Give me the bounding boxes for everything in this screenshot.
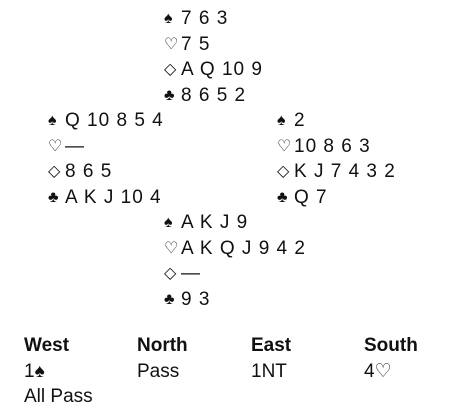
south-spades-row: ♠ A K J 9	[164, 210, 306, 236]
east-hand: ♠2 ♡10 8 6 3 ◇K J 7 4 3 2 ♣Q 7	[277, 108, 396, 210]
diamond-icon: ◇	[277, 163, 291, 181]
south-hearts-row: ♡A K Q J 9 4 2	[164, 236, 306, 262]
east-hearts-cards: 10 8 6 3	[294, 135, 371, 157]
club-icon: ♣	[48, 188, 60, 206]
auction-header-north: North	[137, 335, 188, 356]
east-spades-cards: 2	[294, 110, 306, 131]
east-clubs-row: ♣ Q 7	[277, 185, 396, 211]
auction-column-north: North Pass	[137, 333, 188, 384]
heart-icon: ♡	[164, 239, 180, 257]
north-clubs-cards: 8 6 5 2	[181, 84, 247, 106]
diamond-icon: ◇	[164, 265, 178, 283]
north-hearts-row: ♡7 5	[164, 32, 263, 58]
spade-icon: ♠	[164, 10, 174, 27]
north-spades-row: ♠ 7 6 3	[164, 6, 263, 32]
east-diamonds-row: ◇K J 7 4 3 2	[277, 159, 396, 185]
spade-icon: ♠	[277, 112, 287, 129]
east-clubs-cards: Q 7	[294, 186, 328, 208]
auction-call: Pass	[137, 360, 180, 382]
club-icon: ♣	[164, 290, 176, 308]
west-hand: ♠ Q 10 8 5 4 ♡— ◇8 6 5 ♣ A K J 10 4	[48, 108, 164, 210]
auction-header-south: South	[364, 335, 418, 356]
west-hearts-cards: —	[65, 135, 85, 157]
north-hand: ♠ 7 6 3 ♡7 5 ◇A Q 10 9 ♣ 8 6 5 2	[164, 6, 263, 108]
heart-icon: ♡	[48, 137, 64, 155]
south-clubs-row: ♣ 9 3	[164, 287, 306, 313]
east-diamonds-cards: K J 7 4 3 2	[294, 161, 396, 183]
auction-call: 1♠	[24, 360, 45, 382]
west-clubs-cards: A K J 10 4	[65, 186, 162, 208]
south-clubs-cards: 9 3	[181, 288, 211, 310]
auction-column-east: East 1NT	[251, 333, 291, 384]
south-diamonds-row: ◇—	[164, 261, 306, 287]
north-hearts-cards: 7 5	[181, 33, 211, 55]
north-clubs-row: ♣ 8 6 5 2	[164, 83, 263, 109]
auction-call: All Pass	[24, 386, 93, 407]
auction-call: 1NT	[251, 360, 287, 382]
north-diamonds-row: ◇A Q 10 9	[164, 57, 263, 83]
east-hearts-row: ♡10 8 6 3	[277, 134, 396, 160]
club-icon: ♣	[277, 188, 289, 206]
spade-icon: ♠	[48, 112, 58, 129]
club-icon: ♣	[164, 86, 176, 104]
south-spades-cards: A K J 9	[181, 212, 249, 233]
west-diamonds-row: ◇8 6 5	[48, 159, 164, 185]
west-diamonds-cards: 8 6 5	[65, 161, 113, 183]
south-hearts-cards: A K Q J 9 4 2	[181, 237, 306, 259]
heart-icon: ♡	[277, 137, 293, 155]
diamond-icon: ◇	[48, 163, 62, 181]
diamond-icon: ◇	[164, 61, 178, 79]
spade-icon: ♠	[164, 214, 174, 231]
south-hand: ♠ A K J 9 ♡A K Q J 9 4 2 ◇— ♣ 9 3	[164, 210, 306, 312]
east-spades-row: ♠2	[277, 108, 396, 134]
west-hearts-row: ♡—	[48, 134, 164, 160]
auction-column-south: South 4♡	[364, 333, 418, 384]
auction-header-east: East	[251, 335, 292, 356]
south-diamonds-cards: —	[181, 263, 201, 285]
west-spades-row: ♠ Q 10 8 5 4	[48, 108, 164, 134]
north-diamonds-cards: A Q 10 9	[181, 59, 263, 81]
heart-icon: ♡	[164, 35, 180, 53]
auction-header-west: West	[24, 335, 70, 356]
west-clubs-row: ♣ A K J 10 4	[48, 185, 164, 211]
auction-column-west: West 1♠ All Pass	[24, 333, 93, 410]
auction-table: West 1♠ All Pass North Pass East 1NT Sou…	[0, 333, 471, 415]
auction-call: 4♡	[364, 360, 392, 382]
north-spades-cards: 7 6 3	[181, 8, 229, 29]
west-spades-cards: Q 10 8 5 4	[65, 110, 164, 131]
